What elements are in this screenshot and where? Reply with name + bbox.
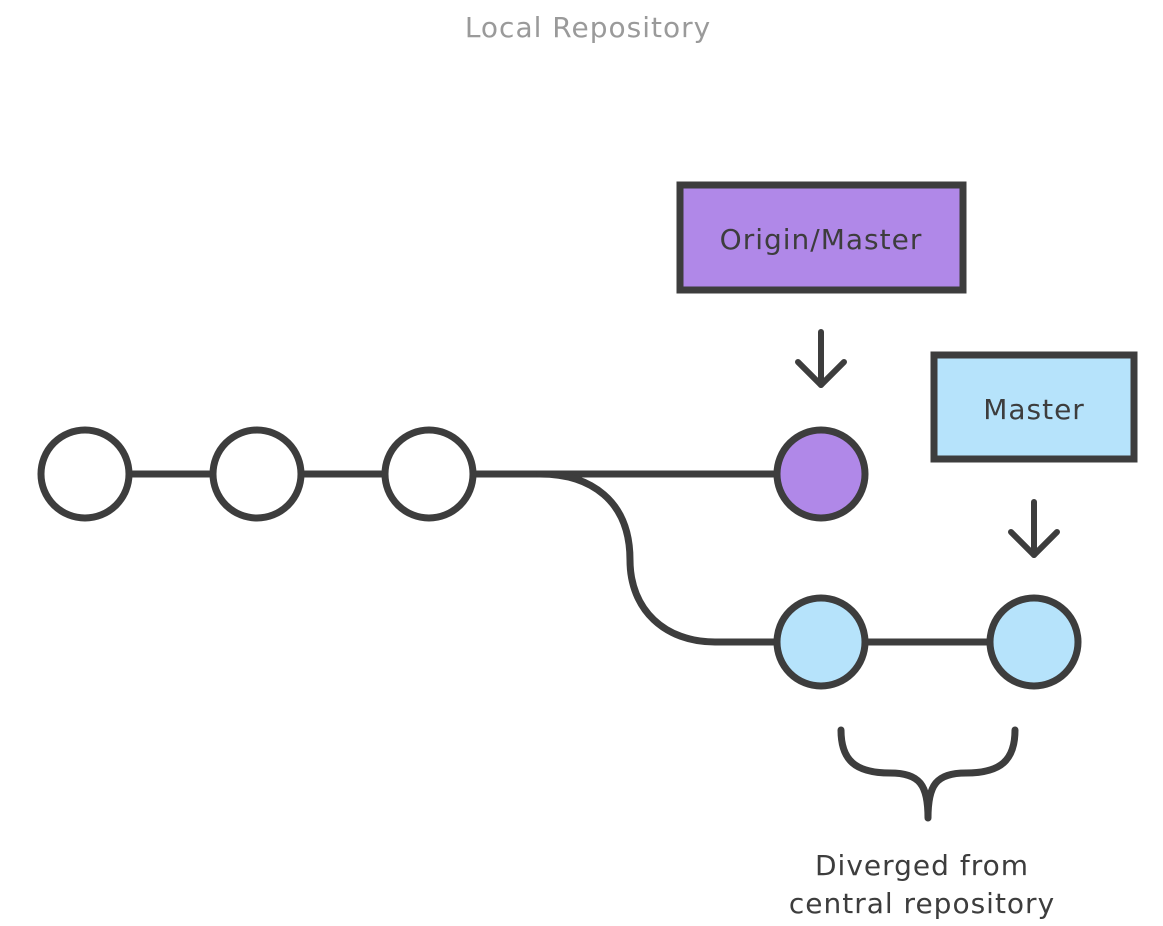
origin-master-box: [676, 181, 967, 294]
commit-node: [209, 426, 305, 522]
commit-nodes: [37, 426, 1082, 690]
arrow-down-icon: [1008, 499, 1060, 558]
origin-master-commit-node: [773, 426, 869, 522]
commit-edges: [126, 470, 993, 646]
master-commit-node: [773, 594, 869, 690]
arrow-down-icon: [795, 329, 847, 388]
master-head-commit-node: [986, 594, 1082, 690]
origin-master-label: Origin/Master: [676, 181, 967, 294]
master-box: [930, 351, 1138, 463]
master-text: Master: [983, 393, 1085, 426]
curly-brace-icon: [837, 726, 1019, 822]
edge-branch-curve: [536, 470, 780, 646]
commit-node: [381, 426, 477, 522]
origin-master-text: Origin/Master: [720, 223, 923, 256]
commit-node: [37, 426, 133, 522]
diverged-caption-line-1: Diverged from: [815, 849, 1029, 882]
master-label: Master: [930, 351, 1138, 463]
diagram-title: Local Repository: [465, 11, 711, 44]
diverged-caption-line-2: central repository: [789, 887, 1055, 920]
